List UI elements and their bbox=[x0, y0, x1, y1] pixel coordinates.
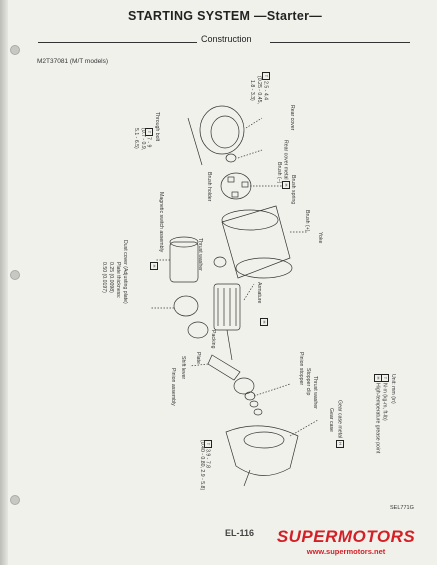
label-dust-cover: Dust cover (Adjusting plate) bbox=[122, 240, 128, 304]
magnetic-switch-top bbox=[169, 236, 199, 248]
watermark-logo: SUPERMOTORS bbox=[276, 527, 416, 546]
plate-thickness-value: 0.25 (0.0098) bbox=[108, 262, 114, 293]
label-gear-case-metal: Gear case metal H bbox=[336, 400, 344, 449]
yoke-top bbox=[221, 209, 279, 231]
torque-icon: T bbox=[381, 374, 389, 382]
section-heading: Construction bbox=[197, 34, 256, 44]
rear-cover-metal-shape bbox=[225, 153, 237, 163]
rear-cover-shape bbox=[199, 105, 245, 155]
divider-right bbox=[270, 42, 410, 43]
label-brush-spring: Brush spring bbox=[290, 175, 296, 205]
torque-spec-bolt-c: 5.1 - 6.5) bbox=[133, 128, 139, 149]
punch-hole bbox=[10, 495, 20, 505]
label-rear-cover: Rear cover bbox=[289, 105, 295, 131]
watermark-url: www.supermotors.net bbox=[306, 547, 386, 556]
grease-icon: H bbox=[336, 439, 344, 448]
label-plate-thickness: Plate thickness: bbox=[115, 262, 121, 299]
punch-hole bbox=[10, 45, 20, 55]
torque-spec-bolt: T7 - 9 bbox=[145, 128, 153, 147]
shift-lever-shape bbox=[207, 354, 241, 381]
label-pinion-assembly: Pinion assembly bbox=[170, 368, 176, 406]
label-stopper-clip: Stopper clip bbox=[305, 368, 311, 396]
label-shift-lever: Shift lever bbox=[180, 356, 186, 380]
torque-icon: T bbox=[262, 72, 270, 80]
dust-cover-shape bbox=[173, 295, 199, 317]
brush-shape bbox=[241, 181, 249, 188]
torque-spec-bolt-b: (0.7 - 0.9, bbox=[140, 128, 146, 151]
figure-reference-code: SEL771G bbox=[390, 505, 414, 511]
watermark: SUPERMOTORS www.supermotors.net bbox=[258, 527, 434, 559]
yoke-bottom bbox=[235, 257, 293, 279]
page-title: STARTING SYSTEM —Starter— bbox=[127, 9, 323, 23]
armature-shaft bbox=[226, 329, 233, 361]
through-bolt-shape bbox=[187, 117, 203, 166]
packing-shape bbox=[187, 321, 209, 339]
magnetic-switch-shape bbox=[169, 241, 199, 283]
label-brush-holder: Brush holder bbox=[206, 172, 212, 202]
torque-icon: T bbox=[145, 128, 153, 136]
plate-thickness-value: 0.50 (0.0197) bbox=[101, 262, 107, 293]
label-thrust-washer-2: Thrust washer bbox=[312, 376, 318, 409]
label-pinion-stopper: Pinion stopper bbox=[298, 352, 304, 386]
punch-hole bbox=[10, 270, 20, 280]
gear-case-bolt bbox=[243, 469, 251, 487]
grease-icon: H bbox=[374, 374, 382, 382]
label-brush-neg: Brush (–) bbox=[276, 162, 282, 184]
torque-spec-rear-c: 1.8 - 3.3) bbox=[249, 80, 255, 101]
pinion-stopper-shape bbox=[244, 391, 256, 401]
torque-spec-gear-case: T3.9 - 7.8 bbox=[204, 440, 212, 468]
grease-mark: H bbox=[260, 318, 268, 327]
label-magnetic-switch: Magnetic switch assembly bbox=[158, 192, 164, 253]
pinion-shape bbox=[233, 377, 255, 395]
brush-shape bbox=[227, 176, 235, 183]
thrust-washer-shape bbox=[253, 408, 263, 416]
legend-torque: TN·m (kg-m, ft-lb) bbox=[381, 374, 389, 421]
brush-shape bbox=[231, 191, 239, 198]
torque-spec-gear-case-b: (0.40 - 0.80, 2.9 - 5.8) bbox=[199, 440, 205, 491]
thrust-washer-shape bbox=[213, 256, 227, 268]
label-gear-case: Gear case bbox=[328, 408, 334, 432]
gear-case-rim bbox=[243, 431, 285, 449]
label-plate: Plate bbox=[195, 352, 201, 364]
label-through-bolt: Through bolt bbox=[154, 112, 160, 142]
label-brush-pos: Brush (+) bbox=[304, 210, 310, 232]
label-thrust-washer: Thrust washer bbox=[197, 238, 203, 271]
torque-spec-rear: T2.5 - 4.4 bbox=[262, 72, 270, 100]
rear-cover-inner bbox=[210, 115, 240, 149]
divider-left bbox=[38, 42, 198, 43]
torque-icon: T bbox=[204, 440, 212, 448]
grease-icon: H bbox=[260, 318, 268, 326]
label-yoke: Yoke bbox=[317, 232, 323, 244]
brush-holder-shape bbox=[220, 172, 252, 200]
stopper-clip-shape bbox=[249, 400, 259, 408]
legend-grease: HHigh-temperature grease point bbox=[374, 374, 382, 453]
label-armature: Armature bbox=[256, 282, 262, 304]
page-number: EL-116 bbox=[225, 528, 255, 538]
grease-mark: H bbox=[150, 262, 158, 271]
yoke-shape bbox=[221, 205, 291, 279]
torque-spec-rear-b: (0.25 - 0.45, bbox=[256, 76, 262, 104]
grease-icon: H bbox=[150, 262, 158, 270]
legend-unit: Unit: mm (in) bbox=[390, 374, 396, 404]
model-code: M2T37081 (M/T models) bbox=[37, 58, 109, 65]
page-binding-edge bbox=[0, 0, 8, 565]
gear-case-shape bbox=[225, 425, 299, 476]
label-packing: Packing bbox=[210, 330, 216, 349]
